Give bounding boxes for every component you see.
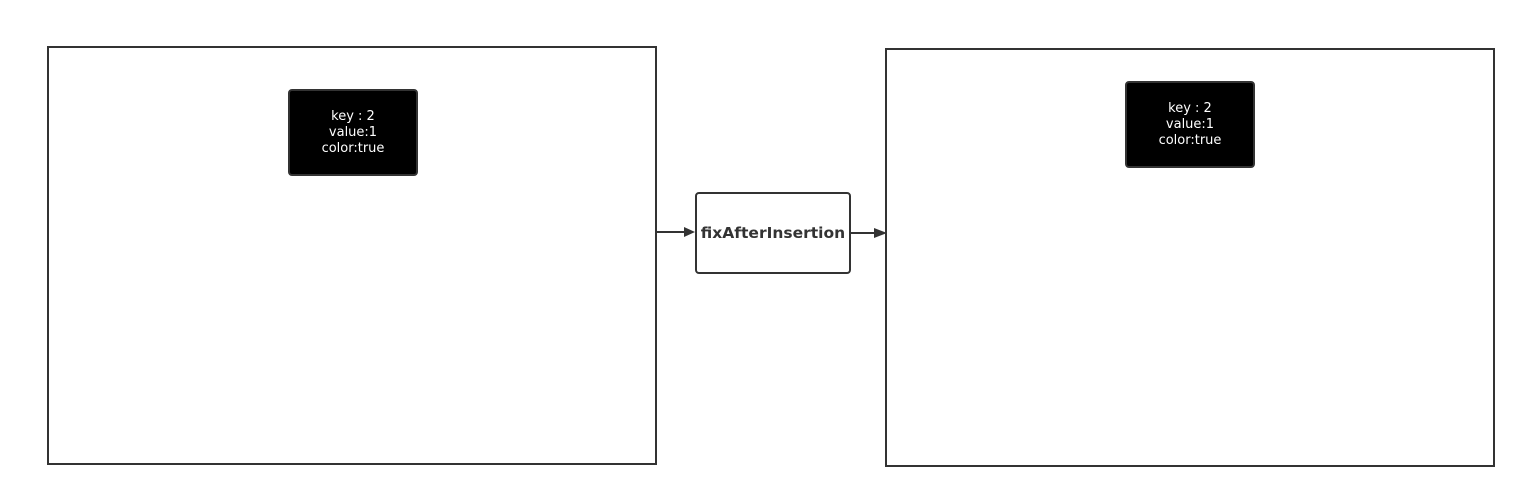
- before-tree-node: key : 2 value:1 color:true: [288, 89, 418, 176]
- node-value-label: value:1: [328, 124, 378, 140]
- fix-after-insertion-box: fixAfterInsertion: [695, 192, 851, 274]
- arrowhead-into-process: [684, 227, 695, 237]
- node-key-label: key : 2: [331, 108, 375, 124]
- node-value-label: value:1: [1165, 116, 1215, 132]
- node-color-label: color:true: [1158, 132, 1222, 148]
- process-label: fixAfterInsertion: [700, 224, 846, 242]
- node-key-label: key : 2: [1168, 100, 1212, 116]
- after-tree-node: key : 2 value:1 color:true: [1125, 81, 1255, 168]
- arrowhead-into-after: [874, 228, 887, 238]
- node-color-label: color:true: [321, 140, 385, 156]
